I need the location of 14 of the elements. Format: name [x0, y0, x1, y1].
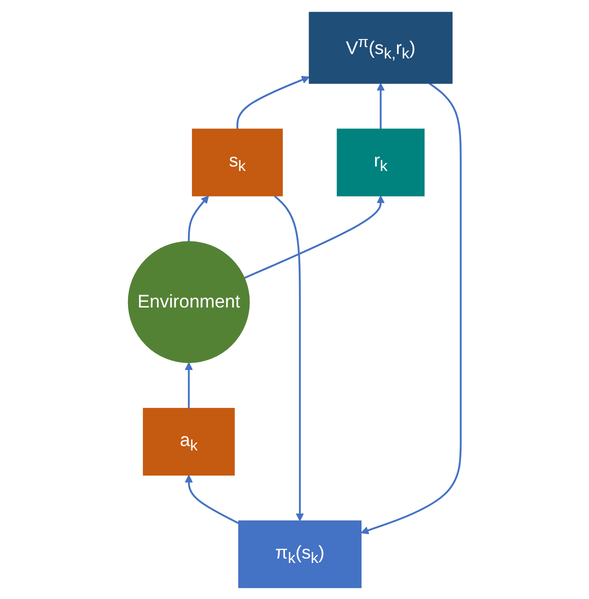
node-box: V$^{π}$(s$_{k,}$r$_{k}$) [308, 11, 453, 84]
arrow [184, 474, 240, 524]
arrow [236, 75, 310, 129]
node-box: π$_{k}$(s$_{k}$) [238, 520, 362, 588]
arrow [244, 195, 385, 278]
arrow [376, 82, 385, 129]
arrow [184, 362, 193, 408]
arrow [360, 82, 462, 534]
node-box: a$_{k}$ [142, 407, 235, 476]
arrow [274, 194, 304, 521]
node-box: s$_{k}$ [192, 128, 283, 196]
node-box: r$_{k}$ [336, 128, 425, 196]
node-circle: Environment [128, 240, 250, 363]
arrow [188, 195, 209, 242]
